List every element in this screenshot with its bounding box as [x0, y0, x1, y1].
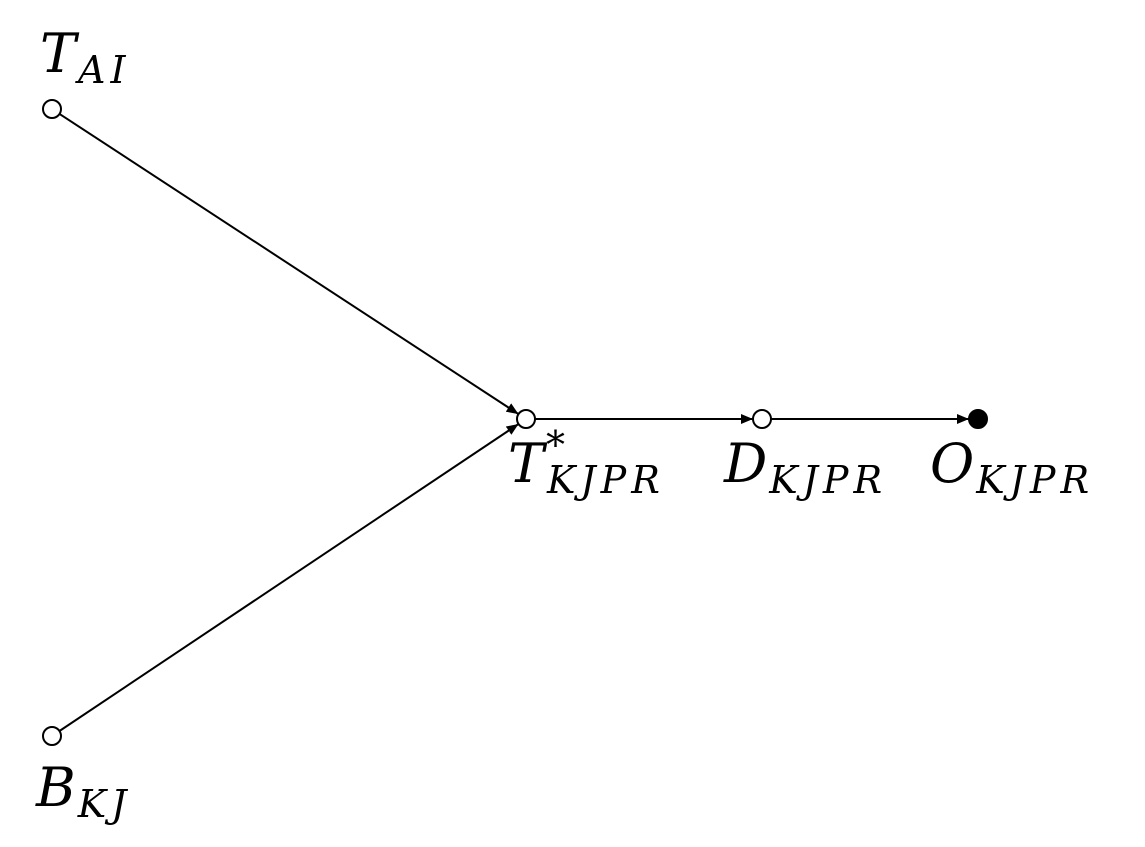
node-label-main: T [508, 432, 548, 495]
node-label-subscript: KJPR [975, 458, 1094, 502]
node-label-main: T [40, 22, 80, 85]
node-label-b-kj: BKJ [35, 756, 131, 826]
edges-layer [58, 113, 969, 732]
edge-b-kj-to-t-kjpr-star [58, 423, 520, 732]
node-t-ai [42, 99, 62, 119]
node-label-main: B [35, 756, 76, 819]
nodes-layer [42, 99, 988, 746]
node-label-subscript: KJPR [546, 458, 665, 502]
node-label-main: O [930, 432, 974, 495]
node-label-d-kjpr: DKJPR [723, 432, 887, 502]
node-label-subscript: KJ [77, 782, 132, 826]
node-t-kjpr-star [516, 409, 536, 429]
node-d-kjpr [752, 409, 772, 429]
node-label-t-ai: TAI [40, 22, 130, 92]
edge-t-ai-to-t-kjpr-star [58, 113, 520, 415]
node-label-main: D [723, 432, 767, 495]
node-o-kjpr [968, 409, 988, 429]
node-label-o-kjpr: OKJPR [930, 432, 1094, 502]
node-label-superscript: * [546, 423, 565, 467]
node-label-subscript: KJPR [768, 458, 887, 502]
node-label-t-kjpr-star: T*KJPR [508, 423, 665, 502]
node-label-subscript: AI [75, 48, 130, 92]
node-b-kj [42, 726, 62, 746]
